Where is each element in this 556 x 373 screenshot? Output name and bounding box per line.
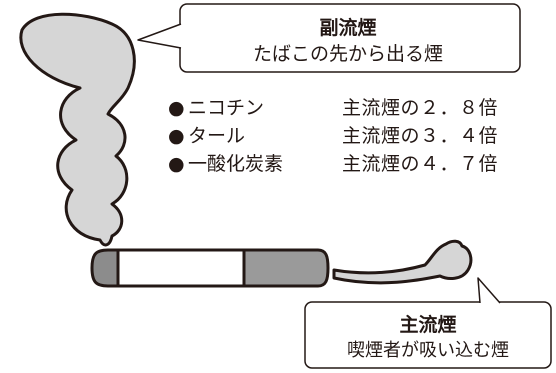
cigarette-ash-tip <box>90 248 122 288</box>
component-name: 一酸化炭素 <box>188 153 284 175</box>
mainstream-title: 主流煙 <box>399 314 457 336</box>
mainstream-description: 喫煙者が吸い込む煙 <box>347 340 509 361</box>
mainstream-callout-box <box>304 301 552 369</box>
component-ratio: 主流煙の２．８倍 <box>342 97 499 119</box>
bullet-icon: ● <box>168 125 185 147</box>
bullet-icon: ● <box>168 153 185 175</box>
component-ratio: 主流煙の４．７倍 <box>342 153 499 175</box>
sidestream-smoke <box>19 12 136 247</box>
sidestream-callout-pointer <box>137 23 182 49</box>
sidestream-description: たばこの先から出る煙 <box>252 43 443 65</box>
component-name: タール <box>188 125 246 147</box>
mainstream-callout-pointer <box>477 277 501 304</box>
cigarette-paper <box>116 248 246 288</box>
cigarette <box>90 248 330 288</box>
cigarette-filter <box>242 248 330 288</box>
sidestream-title: 副流煙 <box>319 17 377 39</box>
component-name: ニコチン <box>188 97 265 119</box>
component-ratio: 主流煙の３．４倍 <box>342 125 499 147</box>
bullet-icon: ● <box>168 97 185 119</box>
mainstream-smoke <box>332 239 473 285</box>
